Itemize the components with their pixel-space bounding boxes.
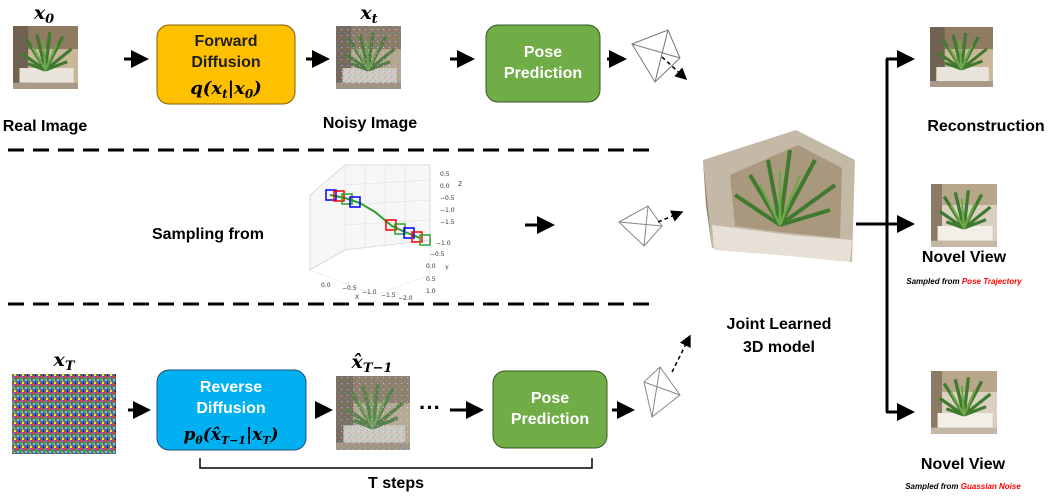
real-image-caption: Real Image <box>3 118 88 135</box>
joint-learned-line2: 3D model <box>743 339 815 356</box>
joint-learned-line1: Joint Learned <box>727 316 832 333</box>
guassian-noise-text: Guassian Noise <box>961 482 1022 491</box>
z-tick-1: 0.5 <box>440 171 450 178</box>
denoised-image <box>334 374 412 452</box>
pose-trajectory-text: Pose Trajectory <box>962 277 1022 286</box>
pose-prediction-box-top: Pose Prediction <box>485 24 601 103</box>
z-tick-4: −1.0 <box>440 207 455 214</box>
novel-view-image-1 <box>929 182 999 249</box>
y-tick-3: 0.0 <box>426 263 436 270</box>
camera-icon-top <box>631 29 681 83</box>
novel-view-image-2 <box>929 369 999 436</box>
x-tick-3: −1.0 <box>362 289 377 296</box>
z-axis-label: Z <box>458 181 462 188</box>
x-tick-2: −0.5 <box>342 285 357 292</box>
x-tick-1: 0.0 <box>321 282 331 289</box>
novel-view-label-2: Novel View <box>921 456 1006 473</box>
camera-direction-bottom <box>671 334 691 373</box>
t-steps-label: T steps <box>368 475 424 492</box>
t-steps-bracket <box>199 458 593 469</box>
novel-view-caption-1: Sampled from Pose Trajectory <box>906 277 1022 286</box>
sampling-from-label: Sampling from <box>152 226 264 243</box>
noisy-image-caption: Noisy Image <box>323 115 417 132</box>
xt-label: xt <box>359 2 377 27</box>
sampled-from-1: Sampled from <box>906 277 959 286</box>
forward-formula: q(xt|x0) <box>190 78 262 101</box>
camera-markers <box>325 189 431 246</box>
reverse-diffusion-line1: Reverse <box>200 379 262 396</box>
reconstruction-label: Reconstruction <box>927 118 1044 135</box>
pose-prediction-top-line2: Prediction <box>504 65 582 82</box>
x0-label: x0 <box>33 2 54 27</box>
reconstruction-image <box>928 25 995 89</box>
x-axis-label: X <box>355 294 359 301</box>
camera-direction-top <box>661 56 688 81</box>
z-tick-2: 0.0 <box>440 183 450 190</box>
pose-prediction-top-line1: Pose <box>524 44 562 61</box>
camera-icon-middle <box>618 205 663 247</box>
gaussian-noise-image <box>12 374 116 454</box>
reverse-diffusion-box: Reverse Diffusion pθ(x̂T−1|xT) <box>156 369 307 451</box>
ellipsis: ··· <box>419 395 441 420</box>
z-tick-5: −1.5 <box>440 219 455 226</box>
reverse-diffusion-line2: Diffusion <box>196 400 265 417</box>
forward-diffusion-line1: Forward <box>194 33 257 50</box>
pose-prediction-box-bottom: Pose Prediction <box>492 370 608 449</box>
novel-view-caption-2: Sampled from Guassian Noise <box>905 482 1021 491</box>
sampled-from-2: Sampled from <box>905 482 958 491</box>
y-axis-label: Y <box>444 265 449 272</box>
reverse-formula: pθ(x̂T−1|xT) <box>183 425 278 447</box>
forward-diffusion-line2: Diffusion <box>191 54 260 71</box>
pose-prediction-bottom-line1: Pose <box>531 390 569 407</box>
y-tick-1: −1.0 <box>436 240 451 247</box>
camera-direction-middle <box>657 210 684 223</box>
real-image <box>11 24 80 91</box>
xhat-label: x̂T−1 <box>351 351 393 376</box>
y-tick-4: 0.5 <box>426 276 436 283</box>
noisy-image <box>334 24 403 91</box>
novel-view-label-1: Novel View <box>922 249 1007 266</box>
camera-icon-bottom <box>643 366 681 418</box>
x-tick-5: −2.0 <box>398 295 413 302</box>
x-tick-4: −1.5 <box>381 292 396 299</box>
y-tick-2: −0.5 <box>430 251 445 258</box>
xT-label: xT <box>52 349 75 374</box>
y-tick-5: 1.0 <box>426 288 436 295</box>
pose-trajectory-plot: 0.5 0.0 −0.5 −1.0 −1.5 Z −1.0 −0.5 0.0 0… <box>309 164 462 302</box>
pose-prediction-bottom-line2: Prediction <box>511 411 589 428</box>
joint-3d-model <box>703 130 855 262</box>
forward-diffusion-box: Forward Diffusion q(xt|x0) <box>156 24 296 105</box>
z-tick-3: −0.5 <box>440 195 455 202</box>
